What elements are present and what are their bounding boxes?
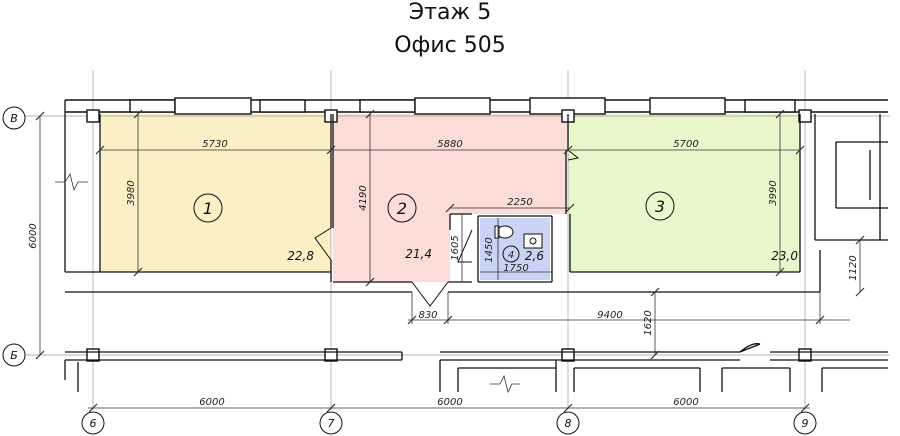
room-2-area: 21,4 — [405, 247, 432, 261]
doors — [314, 149, 580, 307]
axis-label-row-v: В — [10, 112, 18, 125]
floor-title: Этаж 5 — [408, 0, 492, 25]
dim-span-6-7: 6000 — [199, 397, 224, 408]
dim-1120: 1120 — [848, 255, 859, 280]
office-title: Офис 505 — [394, 33, 506, 58]
axis-bubbles — [2, 106, 817, 435]
dim-9400: 9400 — [597, 310, 622, 321]
room-number-circles — [193, 191, 675, 263]
room-2-number: 2 — [397, 199, 407, 218]
dim-room-2-width: 5880 — [437, 139, 462, 150]
axis-label-col-6: 6 — [90, 417, 97, 430]
dimension-ticks — [35, 109, 865, 413]
dim-room-3-depth: 3990 — [768, 180, 779, 205]
dim-1605: 1605 — [450, 235, 461, 260]
room-3-area: 23,0 — [771, 249, 798, 263]
dim-room-3-width: 5700 — [673, 139, 698, 150]
axis-label-col-9: 9 — [802, 417, 809, 430]
dim-room-4-depth: 1450 — [484, 237, 495, 262]
break-marks — [55, 172, 520, 394]
dim-830: 830 — [418, 310, 437, 321]
wc-fixtures — [494, 225, 543, 249]
room-1-fill[interactable] — [101, 114, 331, 272]
dim-room-1-depth: 3980 — [126, 180, 137, 205]
axis-label-col-7: 7 — [328, 417, 335, 430]
dimension-lines — [39, 114, 861, 409]
top-wall — [65, 97, 888, 115]
dim-6000-vertical: 6000 — [28, 223, 39, 248]
dim-span-7-8: 6000 — [437, 397, 462, 408]
room-1-number: 1 — [203, 199, 213, 218]
dim-span-8-9: 6000 — [673, 397, 698, 408]
bottom-wall — [64, 343, 888, 392]
dim-room-4-width: 1750 — [503, 263, 528, 274]
room-4-area: 2,6 — [525, 249, 544, 263]
room-1-area: 22,8 — [287, 249, 314, 263]
dim-room-1-width: 5730 — [202, 139, 227, 150]
axis-label-col-8: 8 — [565, 417, 572, 430]
room-4-number: 4 — [508, 250, 514, 261]
dim-room-2-depth: 4190 — [358, 185, 369, 210]
room-4-fill[interactable] — [480, 218, 550, 280]
dim-2250: 2250 — [507, 197, 532, 208]
room-2-fill[interactable] — [333, 114, 568, 282]
room-3-number: 3 — [655, 197, 665, 216]
room-3-fill[interactable] — [568, 114, 800, 272]
axis-label-row-b: Б — [10, 349, 18, 362]
dim-1620: 1620 — [643, 310, 654, 335]
